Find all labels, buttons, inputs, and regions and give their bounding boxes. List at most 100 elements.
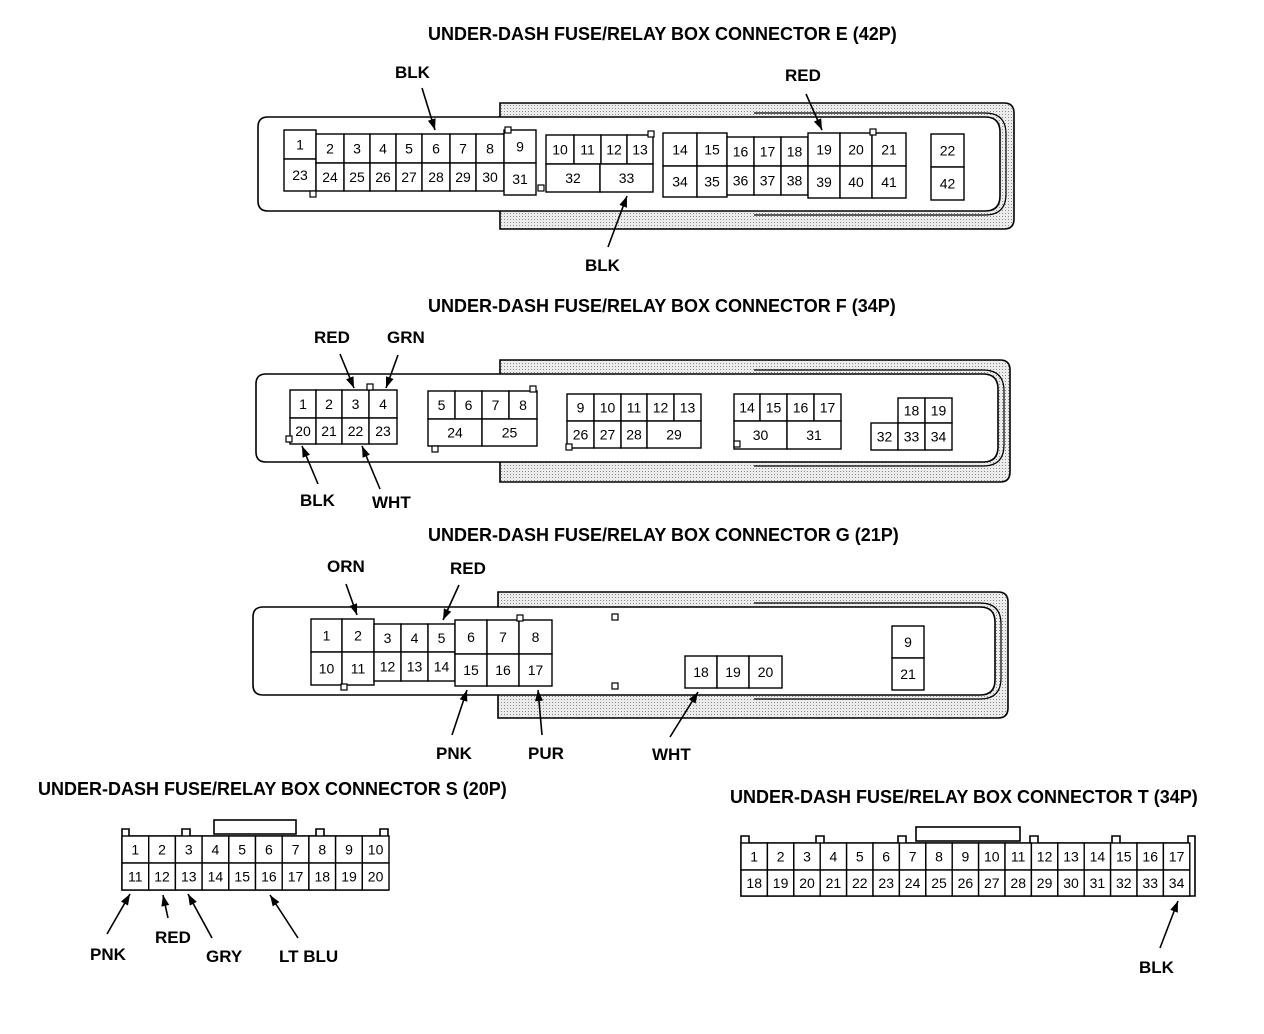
connector-e-cell-32 — [545, 163, 601, 193]
connector-f-key-notch — [366, 383, 374, 391]
connector-f-cell-6 — [454, 390, 483, 420]
connector-g-arrowhead-5 — [443, 608, 452, 620]
connector-e-pin-23: 23 — [292, 167, 308, 183]
connector-e-cell-24 — [315, 162, 345, 192]
connector-t-cell-21 — [819, 869, 848, 897]
connector-s-cell-11 — [121, 862, 150, 891]
connector-f-wire-label-20: BLK — [300, 491, 336, 510]
connector-t-cell-24 — [898, 869, 927, 897]
connector-s-cell-7 — [281, 835, 310, 864]
connector-s-wire-label-12: RED — [155, 928, 191, 947]
connector-e-wire-label-19: RED — [785, 66, 821, 85]
connector-e-pin-35: 35 — [704, 174, 720, 190]
connector-g-cell-5 — [427, 623, 456, 653]
connector-e-key-notch — [869, 128, 877, 136]
connector-s-pin-6: 6 — [265, 842, 273, 858]
connector-s-pin-19: 19 — [341, 869, 357, 885]
connector-f-pin-24: 24 — [447, 425, 463, 441]
connector-e-pin-36: 36 — [733, 173, 749, 189]
connector-f-cell-23 — [368, 417, 398, 445]
connector-e-cell-40 — [839, 165, 873, 199]
connector-f-arrowhead-3 — [346, 376, 354, 388]
connector-e-pin-30: 30 — [482, 169, 498, 185]
connector-g-pin-18: 18 — [693, 664, 709, 680]
connector-t-pin-28: 28 — [1010, 875, 1026, 891]
connector-g-wire-label-15: PNK — [436, 744, 473, 763]
connector-s-pin-8: 8 — [318, 842, 326, 858]
connector-e-pin-27: 27 — [401, 169, 417, 185]
connector-s-cell-15 — [228, 862, 257, 891]
connector-f-cell-31 — [786, 420, 842, 450]
connector-f-wire-label-3: RED — [314, 328, 350, 347]
connector-f-pin-32: 32 — [877, 429, 893, 445]
connector-f-wire-label-4: GRN — [387, 328, 425, 347]
connector-f-cell-4 — [368, 389, 398, 419]
connector-e-cell-5 — [395, 133, 423, 164]
connector-t-pin-29: 29 — [1037, 875, 1053, 891]
connector-e-arrowhead-6 — [427, 118, 436, 130]
connector-s-pin-17: 17 — [288, 869, 304, 885]
connector-t-cell-26 — [951, 869, 980, 897]
connector-t-pin-7: 7 — [909, 849, 917, 865]
connector-e-pin-17: 17 — [760, 144, 776, 160]
connector-t-pin-31: 31 — [1090, 875, 1106, 891]
connector-t-pin-12: 12 — [1037, 849, 1053, 865]
connector-g-pin-13: 13 — [407, 659, 423, 675]
connector-t-pin-33: 33 — [1142, 875, 1158, 891]
connector-e-pin-26: 26 — [375, 169, 391, 185]
connector-f-cell-12 — [646, 393, 675, 422]
connector-e-pin-29: 29 — [455, 169, 471, 185]
connector-f-pin-8: 8 — [519, 397, 527, 413]
connector-f-key-notch — [565, 443, 573, 451]
connector-f-title: UNDER-DASH FUSE/RELAY BOX CONNECTOR F (3… — [428, 296, 896, 316]
connector-e-cell-9 — [503, 129, 537, 164]
connector-e-cell-29 — [449, 162, 477, 192]
connector-f-pin-5: 5 — [438, 397, 446, 413]
connector-e-pin-10: 10 — [552, 142, 568, 158]
connector-t-title: UNDER-DASH FUSE/RELAY BOX CONNECTOR T (3… — [730, 787, 1198, 807]
connector-g-cell-15 — [454, 653, 488, 687]
connector-e-cell-23 — [283, 158, 317, 192]
connector-g-pin-11: 11 — [351, 661, 366, 677]
connector-e-pin-42: 42 — [940, 176, 956, 192]
connector-t-pin-2: 2 — [777, 849, 785, 865]
connector-e-pin-41: 41 — [881, 174, 897, 190]
connector-e-pin-5: 5 — [405, 141, 413, 157]
connector-e-cell-12 — [600, 134, 628, 165]
connector-f-cell-21 — [315, 417, 343, 445]
connector-e-pin-3: 3 — [353, 141, 361, 157]
connector-e-pin-14: 14 — [672, 142, 688, 158]
connector-s-cell-13 — [174, 862, 203, 891]
connector-s-cell-19 — [334, 862, 364, 891]
connector-f-pin-10: 10 — [600, 400, 616, 416]
connector-f-key-notch — [285, 435, 293, 443]
connector-f-arrowhead-4 — [386, 376, 394, 388]
connector-e-pin-11: 11 — [580, 142, 595, 158]
connector-t-cell-13 — [1057, 842, 1085, 871]
connector-t-cell-9 — [951, 842, 980, 871]
connector-e-cell-31 — [503, 162, 537, 196]
connector-t-pin-18: 18 — [746, 875, 762, 891]
connector-f-cell-7 — [481, 390, 510, 420]
connector-g-arrowhead-15 — [459, 690, 468, 702]
connector-g-cell-9 — [891, 625, 925, 659]
connector-t-pin-19: 19 — [773, 875, 789, 891]
connector-g-arrowhead-18 — [688, 692, 698, 704]
connector-s-arrowhead-12 — [161, 895, 170, 907]
connector-f-pin-29: 29 — [666, 427, 682, 443]
connector-e-cell-19 — [807, 132, 841, 167]
connector-e-pin-39: 39 — [816, 174, 832, 190]
connector-s-pin-5: 5 — [238, 842, 246, 858]
connector-g-wire-label-2: ORN — [327, 557, 365, 576]
connector-g-cell-13 — [400, 651, 429, 682]
connector-f-cell-8 — [508, 390, 538, 420]
connector-g-cell-20 — [748, 655, 783, 689]
connector-t-pin-30: 30 — [1063, 875, 1079, 891]
connector-e-latch-outline — [754, 112, 1007, 216]
